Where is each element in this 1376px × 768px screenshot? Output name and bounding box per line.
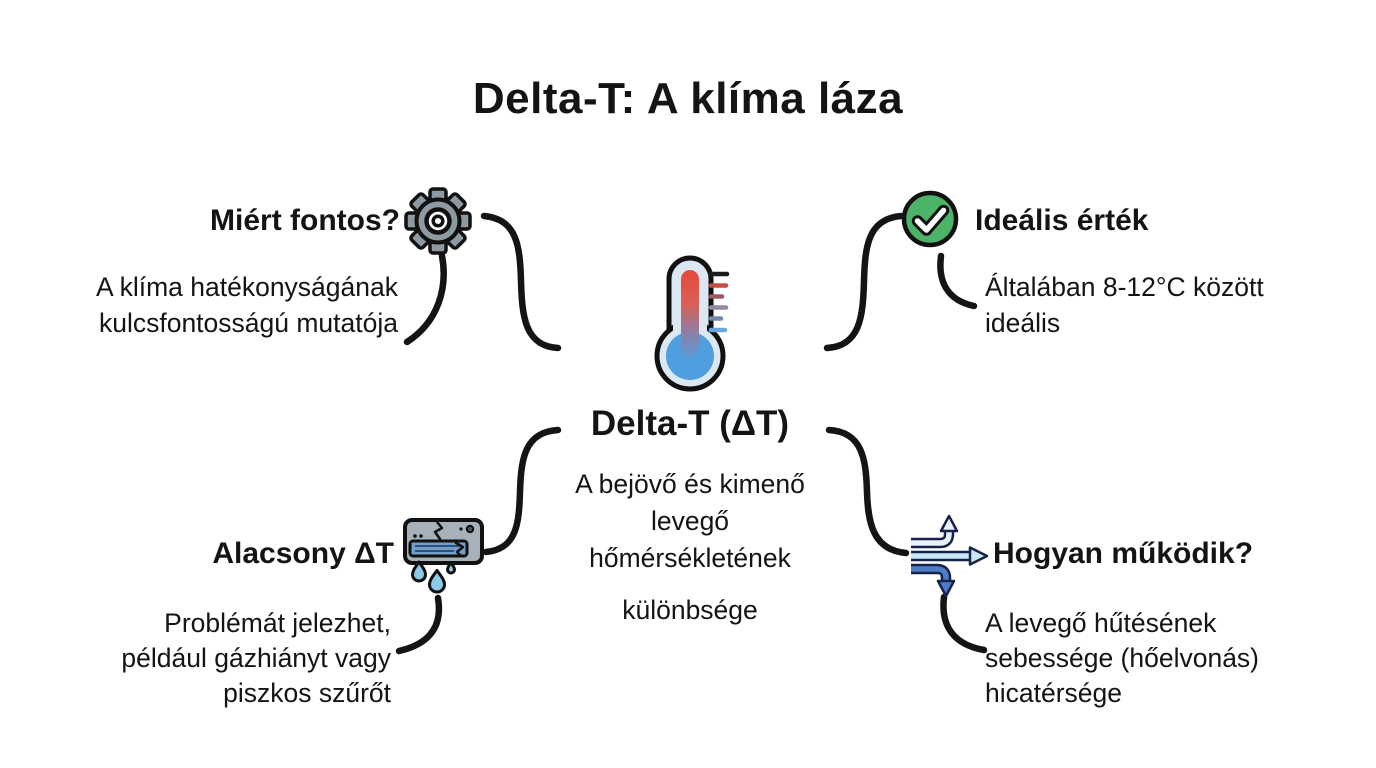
branch-heading-low-delta-t: Alacsony ΔT xyxy=(212,537,394,570)
text-line: Általában 8-12°C között xyxy=(985,272,1264,302)
branch-heading-why-important: Miért fontos? xyxy=(210,204,400,237)
text-line: ideális xyxy=(985,308,1061,338)
text-line: levegő xyxy=(650,506,730,536)
branch-body-ideal-value: Általában 8-12°C között ideális xyxy=(985,269,1264,341)
text-line: kulcsfontosságú mutatója xyxy=(98,308,398,338)
thermometer-scale-ticks xyxy=(708,271,730,333)
text-line: Problémát jelezhet, xyxy=(164,608,391,638)
branch-heading-ideal-value: Ideális érték xyxy=(975,204,1149,237)
text-line: hicatérsége xyxy=(985,678,1123,708)
branch-body-how-it-works: A levegő hűtésének sebessége (hőelvonás)… xyxy=(985,606,1259,711)
text-line: A klíma hatékonyságának xyxy=(96,272,398,302)
connector-ac-to-text xyxy=(395,594,443,655)
leaking-ac-icon xyxy=(403,518,484,594)
text-line: piszkos szűrőt xyxy=(223,678,391,708)
airflow-arrows-icon xyxy=(911,514,989,598)
thermometer-icon xyxy=(654,255,730,392)
center-heading-delta-t: Delta-T (ΔT) xyxy=(590,404,790,443)
branch-body-low-delta-t: Problémát jelezhet, például gázhiányt va… xyxy=(0,606,391,711)
branch-body-why-important: A klíma hatékonyságának kulcsfontosságú … xyxy=(0,269,398,341)
connector-arrows-to-text xyxy=(940,593,988,654)
branch-heading-how-it-works: Hogyan működik? xyxy=(993,537,1254,570)
gear-icon xyxy=(404,187,472,255)
connector-gear-to-text xyxy=(403,252,447,346)
connector-bottom-left xyxy=(482,426,562,556)
center-body-difference: különbsége xyxy=(622,595,758,625)
page-title: Delta-T: A klíma láza xyxy=(472,74,904,123)
text-line: hőmérsékletének xyxy=(589,543,791,573)
text-line: A bejövő és kimenő xyxy=(575,469,805,499)
connector-top-right xyxy=(823,212,905,352)
connector-check-to-text xyxy=(937,252,978,310)
water-drops xyxy=(411,560,456,594)
center-body-definition: A bejövő és kimenő levegő hőmérsékleténe… xyxy=(490,466,890,577)
check-circle-icon xyxy=(901,190,959,248)
connector-bottom-right xyxy=(825,426,910,557)
text-line: A levegő hűtésének xyxy=(985,608,1217,638)
text-line: sebessége (hőelvonás) xyxy=(985,643,1260,673)
text-line: például gázhiányt vagy xyxy=(121,643,391,673)
connector-top-left xyxy=(480,212,562,352)
